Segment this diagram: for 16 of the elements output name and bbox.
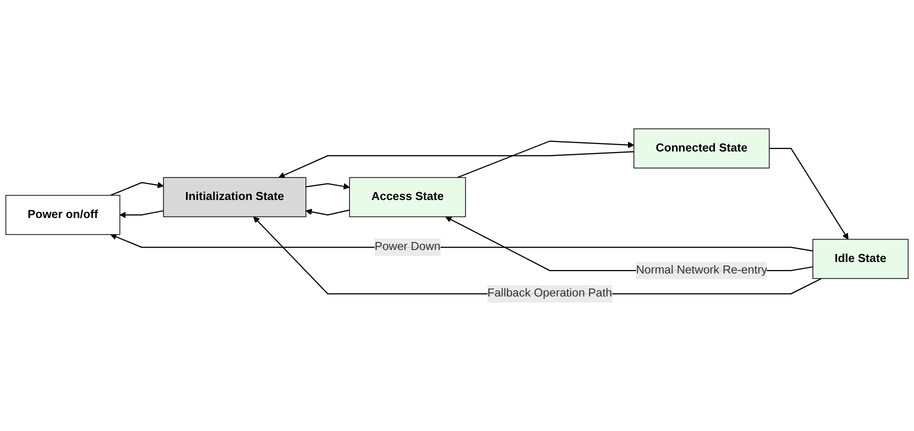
node-box: Power on/off (5, 194, 120, 235)
arrow (769, 148, 848, 240)
arrow (110, 182, 164, 196)
arrow (120, 210, 164, 218)
edge-label: Power Down (374, 240, 440, 253)
arrow (306, 182, 350, 190)
node-box: Access State (349, 176, 466, 217)
node-box: Idle State (812, 238, 909, 279)
edge-label: Fallback Operation Path (487, 287, 612, 300)
arrow (457, 140, 634, 178)
node-box: Initialization State (163, 176, 306, 217)
arrow (110, 234, 813, 252)
edge-label: Normal Network Re-entry (636, 264, 768, 276)
arrow (278, 150, 634, 178)
arrow (306, 208, 350, 216)
node-box: Connected State (634, 128, 770, 168)
